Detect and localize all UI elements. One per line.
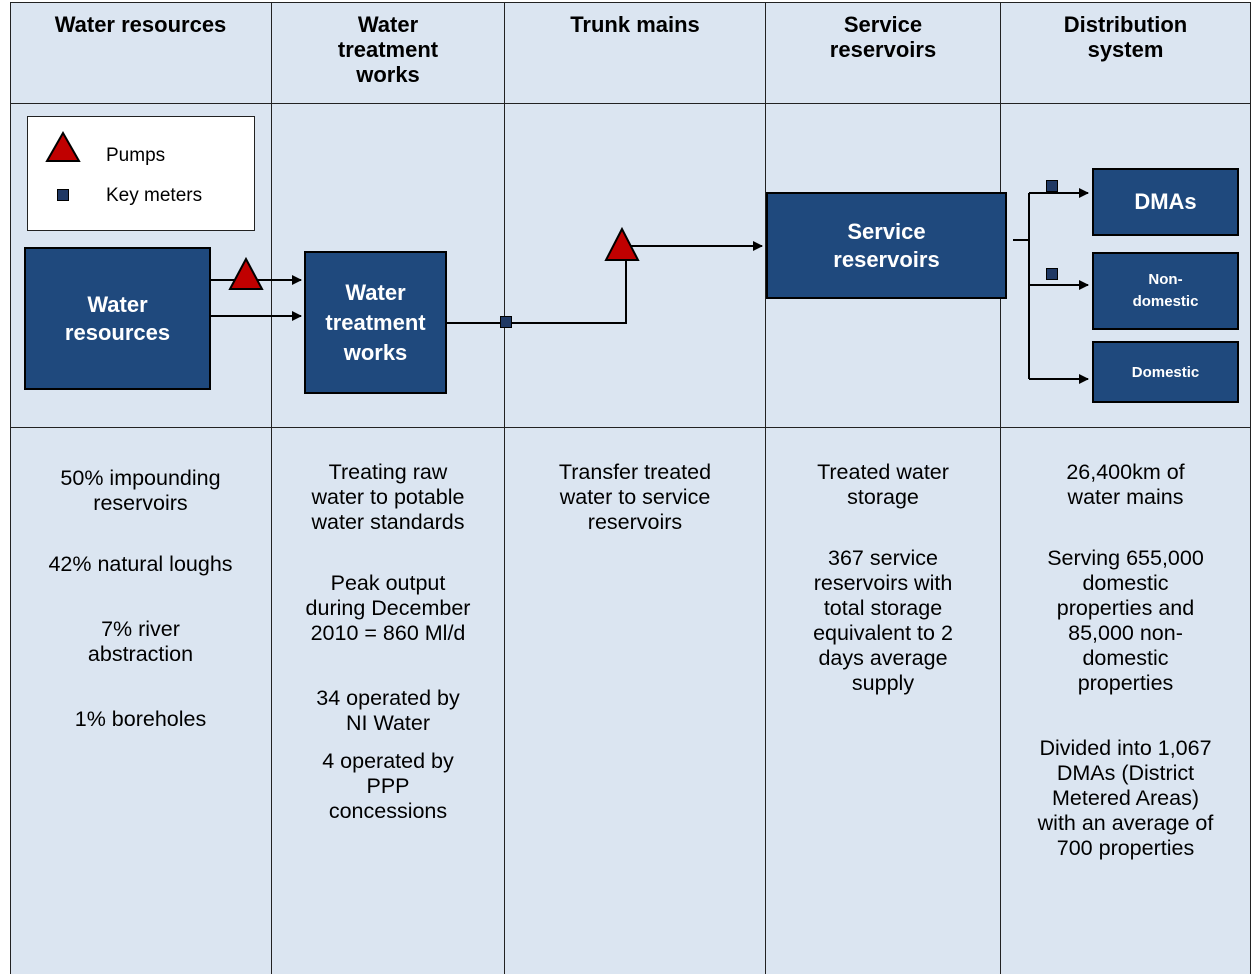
legend-pumps-label: Pumps bbox=[106, 145, 166, 166]
header-water-treatment-works: Water treatment works bbox=[337, 12, 439, 87]
key-meter-icon bbox=[1046, 268, 1058, 280]
key-meter-icon bbox=[500, 316, 512, 328]
description-text: 34 operated by NI Water bbox=[316, 686, 460, 735]
description-text: Divided into 1,067 DMAs (District Metere… bbox=[1037, 736, 1214, 860]
description-text: Serving 655,000 domestic properties and … bbox=[1047, 546, 1204, 695]
flow-line bbox=[447, 241, 763, 324]
description-text: 26,400km of water mains bbox=[1066, 460, 1185, 509]
description-text: 4 operated by PPP concessions bbox=[322, 749, 454, 823]
water-resources-description: 50% impounding reservoirs 42% natural lo… bbox=[10, 466, 271, 732]
key-meter-icon bbox=[1046, 180, 1058, 192]
legend-meters-label: Key meters bbox=[106, 185, 203, 206]
non-domestic-box: Non- domestic bbox=[1092, 252, 1239, 330]
service-reservoirs-box: Service reservoirs bbox=[766, 192, 1007, 299]
legend-symbols bbox=[45, 130, 81, 162]
dmas-box: DMAs bbox=[1092, 168, 1239, 236]
header-water-resources: Water resources bbox=[54, 12, 227, 37]
header-service-reservoirs: Service reservoirs bbox=[829, 12, 937, 62]
trunk-mains-description: Transfer treated water to service reserv… bbox=[505, 460, 765, 535]
service-reservoirs-description: Treated water storage 367 service reserv… bbox=[766, 460, 1000, 696]
description-text: Treated water storage bbox=[817, 460, 949, 509]
key-meter-icon bbox=[57, 189, 69, 201]
header-distribution-system: Distribution system bbox=[1063, 12, 1188, 62]
pump-icon bbox=[604, 226, 640, 261]
description-text: Treating raw water to potable water stan… bbox=[311, 460, 465, 534]
description-text: 50% impounding reservoirs bbox=[60, 466, 221, 515]
pump-icon bbox=[228, 256, 264, 290]
water-treatment-description: Treating raw water to potable water stan… bbox=[272, 460, 504, 824]
column-divider bbox=[1000, 2, 1001, 974]
header-trunk-mains: Trunk mains bbox=[570, 12, 700, 37]
row-divider bbox=[10, 103, 1251, 104]
water-treatment-works-box: Water treatment works bbox=[304, 251, 447, 394]
distribution-description: 26,400km of water mains Serving 655,000 … bbox=[1001, 460, 1250, 861]
column-divider bbox=[765, 2, 766, 974]
description-text: 42% natural loughs bbox=[48, 552, 233, 576]
legend: Pumps Key meters bbox=[27, 116, 255, 231]
description-text: 367 service reservoirs with total storag… bbox=[813, 546, 953, 695]
domestic-box: Domestic bbox=[1092, 341, 1239, 403]
table-border-left bbox=[10, 2, 11, 974]
pump-icon bbox=[45, 130, 81, 162]
column-divider bbox=[504, 2, 505, 974]
column-divider bbox=[271, 2, 272, 974]
description-text: 7% river abstraction bbox=[87, 617, 194, 666]
water-resources-box: Water resources bbox=[24, 247, 211, 390]
table-border-top bbox=[10, 2, 1251, 3]
description-text: Transfer treated water to service reserv… bbox=[558, 460, 712, 534]
description-text: 1% boreholes bbox=[74, 707, 207, 731]
water-supply-table: Water resources Water treatment works Tr… bbox=[10, 2, 1251, 974]
description-text: Peak output during December 2010 = 860 M… bbox=[305, 571, 471, 645]
row-divider bbox=[10, 427, 1251, 428]
flow-connectors bbox=[211, 188, 1089, 384]
